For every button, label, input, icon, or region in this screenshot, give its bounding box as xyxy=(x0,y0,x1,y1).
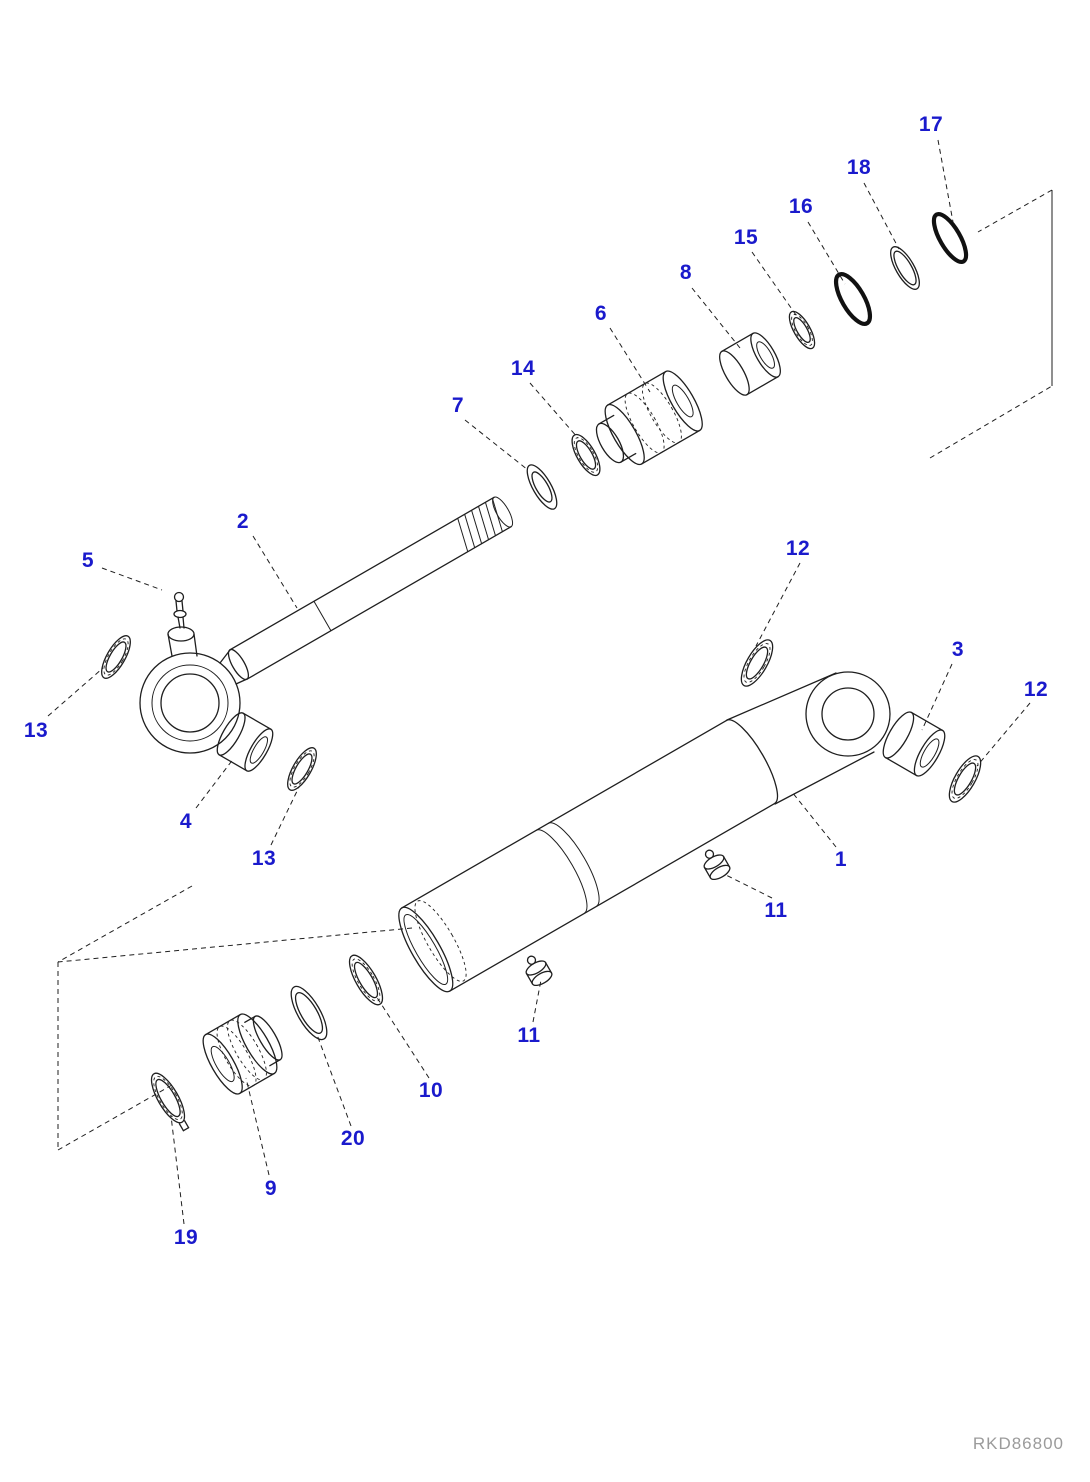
part-dust-seal-19 xyxy=(150,1072,190,1132)
part-o-ring-17 xyxy=(931,211,969,265)
part-washer-7 xyxy=(526,464,558,510)
part-plug-11-upper xyxy=(703,849,731,881)
callout-7: 7 xyxy=(451,394,465,417)
part-buffer-ring-20 xyxy=(290,985,328,1041)
leader-lines xyxy=(47,139,1031,1225)
callout-11-lower: 11 xyxy=(517,1024,541,1047)
callout-17: 17 xyxy=(918,113,944,136)
part-seal-13-left xyxy=(101,635,131,679)
callout-3: 3 xyxy=(951,638,965,661)
callout-1: 1 xyxy=(834,848,848,871)
match-line-bottom-left xyxy=(57,885,413,1151)
callout-16: 16 xyxy=(788,195,814,218)
callout-6: 6 xyxy=(594,302,608,325)
part-bushing-3 xyxy=(882,711,946,777)
part-cushion-bearing-8 xyxy=(719,332,781,396)
callout-13-left: 13 xyxy=(23,719,49,742)
callout-4: 4 xyxy=(179,810,193,833)
part-cylinder-bottom-eye xyxy=(726,671,891,805)
callout-11-upper: 11 xyxy=(764,899,788,922)
callout-19: 19 xyxy=(173,1226,199,1249)
callout-8: 8 xyxy=(679,261,693,284)
part-plug-11-lower xyxy=(525,955,553,987)
part-ring-12-lower xyxy=(948,755,982,803)
match-line-top-right xyxy=(929,189,1053,459)
callout-12-upper: 12 xyxy=(785,537,811,560)
part-backup-ring-18 xyxy=(890,246,920,290)
part-gland-9 xyxy=(202,1013,283,1095)
part-ring-12-upper xyxy=(740,639,774,687)
part-grease-fitting-5 xyxy=(173,591,187,629)
callout-9: 9 xyxy=(264,1177,278,1200)
part-piston-rod-2 xyxy=(227,496,514,681)
part-ring-14 xyxy=(571,433,601,477)
part-o-ring-16 xyxy=(833,272,873,326)
callout-2: 2 xyxy=(236,510,250,533)
part-ring-15 xyxy=(788,310,816,350)
callout-18: 18 xyxy=(846,156,872,179)
callout-15: 15 xyxy=(733,226,759,249)
part-piston-6 xyxy=(595,370,703,466)
part-rod-head xyxy=(139,626,248,754)
callout-20: 20 xyxy=(340,1127,366,1150)
callout-5: 5 xyxy=(81,549,95,572)
drawing-reference-code: RKD86800 xyxy=(972,1434,1064,1453)
callout-10: 10 xyxy=(418,1079,444,1102)
callout-14: 14 xyxy=(510,357,536,380)
part-bushing-4 xyxy=(216,712,274,772)
part-seal-13-right xyxy=(287,747,317,791)
callout-12-lower: 12 xyxy=(1023,678,1049,701)
part-ring-10 xyxy=(348,954,384,1006)
part-cylinder-tube-1 xyxy=(398,719,779,993)
callout-13-right: 13 xyxy=(251,847,277,870)
